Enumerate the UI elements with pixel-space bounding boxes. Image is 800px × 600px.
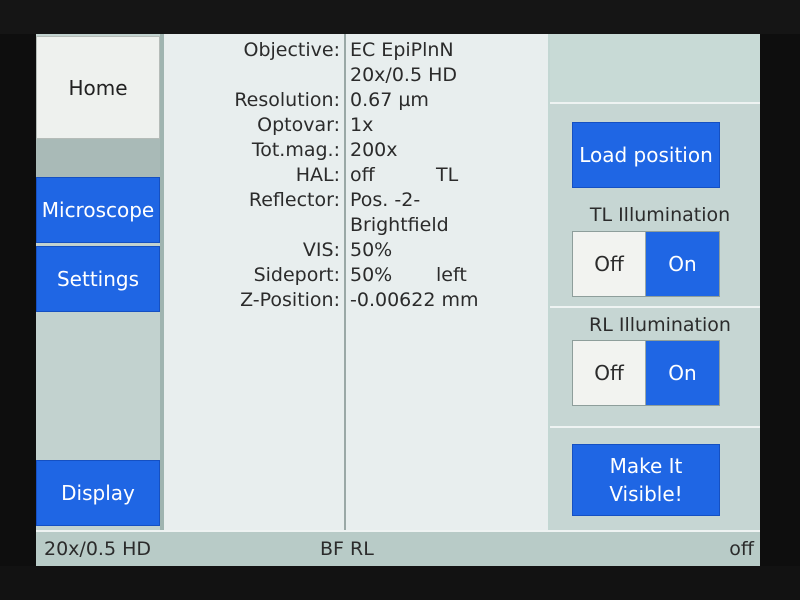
control-panel: Load position TL Illumination Off On RL … [550,34,760,530]
info-row-total-magnification: Tot.mag.: 200x [164,137,548,164]
info-row-objective-detail: 20x/0.5 HD [164,62,548,89]
info-label: Z-Position: [240,289,340,311]
info-value: 0.67 µm [350,89,429,111]
rl-illumination-toggle: Off On [572,340,720,406]
rl-off-button[interactable]: Off [573,341,646,405]
monitor-bezel-bottom [0,566,800,600]
info-value: off [350,164,375,186]
nav-sidebar: Home Microscope Settings Display [36,34,164,530]
tl-on-button[interactable]: On [646,232,719,296]
info-value: EC EpiPlnN [350,39,454,61]
info-label: Optovar: [257,114,340,136]
info-row-z-position: Z-Position: -0.00622 mm [164,287,548,314]
status-objective: 20x/0.5 HD [44,538,151,560]
info-label: HAL: [295,164,340,186]
info-label: Resolution: [234,89,340,111]
nav-microscope-button[interactable]: Microscope [36,177,160,243]
rl-illumination-label: RL Illumination [589,314,731,336]
info-row-optovar: Optovar: 1x [164,112,548,139]
control-panel-header [550,34,760,104]
rl-on-button[interactable]: On [646,341,719,405]
info-label: Objective: [243,39,341,61]
info-row-reflector: Reflector: Pos. -2- [164,187,548,214]
status-mode: BF RL [320,538,374,560]
nav-separator [160,34,164,530]
load-position-button[interactable]: Load position [572,122,720,188]
info-value: 200x [350,139,398,161]
info-value: 20x/0.5 HD [350,64,457,86]
make-it-visible-button[interactable]: Make It Visible! [572,444,720,516]
info-value: Pos. -2- [350,189,421,211]
info-row-objective: Objective: EC EpiPlnN [164,37,548,64]
tl-illumination-toggle: Off On [572,231,720,297]
control-divider [550,306,760,308]
nav-home-strip [36,139,160,177]
nav-settings-button[interactable]: Settings [36,246,160,312]
touch-screen: Home Microscope Settings Display Objecti… [36,34,760,566]
info-value-secondary: TL [436,164,459,186]
info-value: -0.00622 mm [350,289,479,311]
nav-display-button[interactable]: Display [36,460,160,526]
info-row-reflector-detail: Brightfield [164,212,548,239]
microscope-info-panel: Objective: EC EpiPlnN 20x/0.5 HD Resolut… [164,34,548,530]
tl-off-button[interactable]: Off [573,232,646,296]
info-column-divider [344,34,346,530]
tl-illumination-label: TL Illumination [589,204,731,226]
info-label: Sideport: [253,264,340,286]
info-value: 50% [350,264,393,286]
control-divider [550,426,760,428]
info-value: Brightfield [350,214,449,236]
info-row-vis: VIS: 50% [164,237,548,264]
info-row-resolution: Resolution: 0.67 µm [164,87,548,114]
status-state: off [729,538,754,560]
status-bar: 20x/0.5 HD BF RL off [36,530,760,566]
info-row-sideport: Sideport: 50% left [164,262,548,289]
info-label: Tot.mag.: [251,139,340,161]
info-row-hal: HAL: off TL [164,162,548,189]
info-value: 50% [350,239,393,261]
info-value-secondary: left [436,264,467,286]
nav-home-button[interactable]: Home [36,36,160,139]
info-label: VIS: [302,239,340,261]
info-label: Reflector: [248,189,340,211]
monitor-bezel-top [0,0,800,34]
info-value: 1x [350,114,374,136]
